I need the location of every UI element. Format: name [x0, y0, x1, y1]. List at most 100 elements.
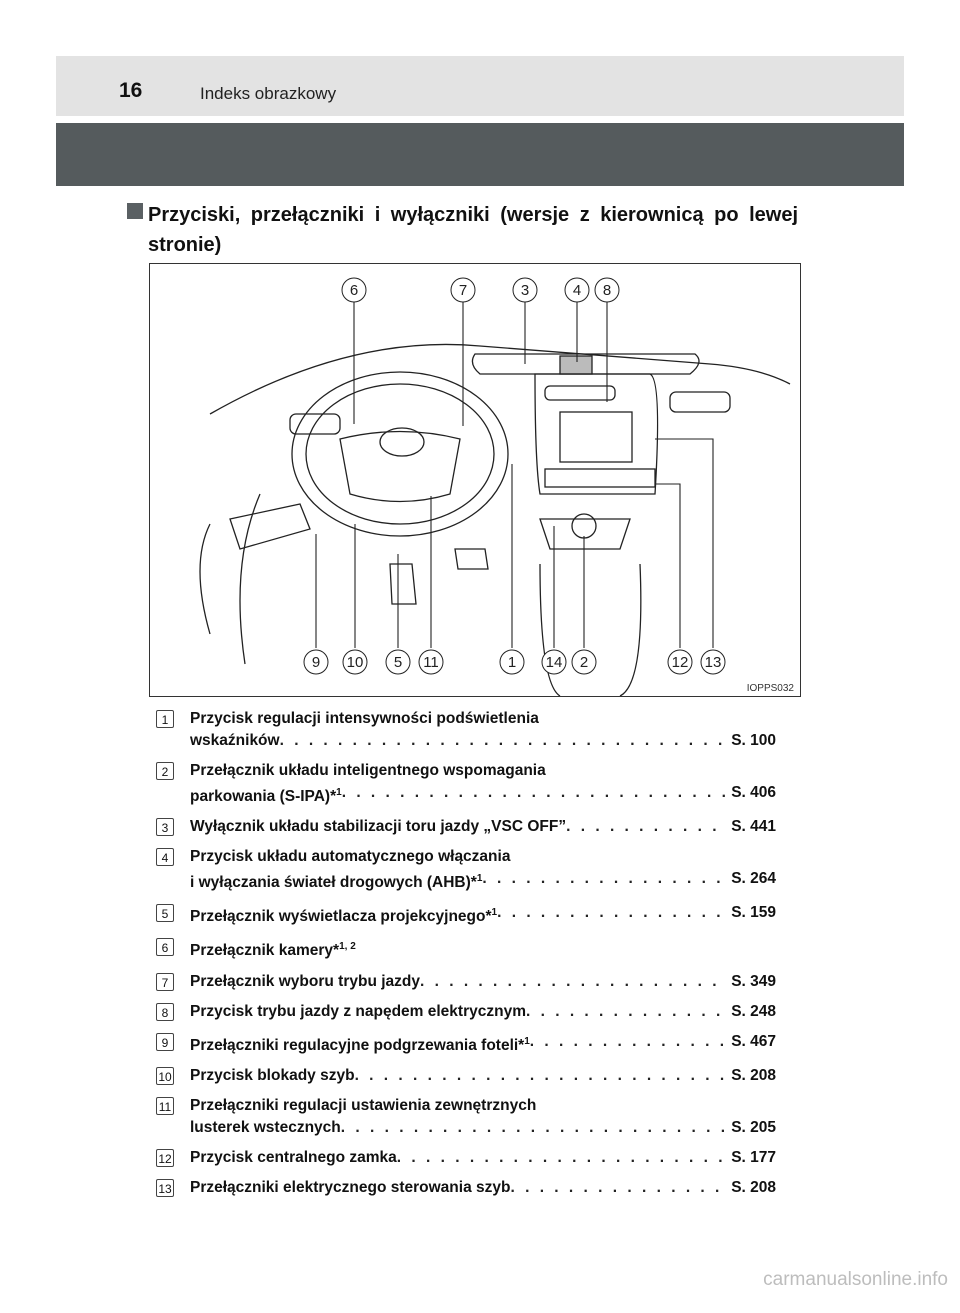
legend-item: 2 Przełącznik układu inteligentnego wspom… [156, 760, 776, 808]
callout-label: 6 [350, 282, 358, 299]
item-text-main: Przycisk centralnego zamka [190, 1149, 397, 1166]
callout-bottom-10: 10 [343, 650, 367, 674]
item-number: 6 [156, 938, 174, 956]
item-text: i wyłączania świateł drogowych (AHB)*1 [190, 868, 482, 894]
callout-top-3: 3 [513, 278, 537, 302]
item-text: Przełączniki regulacyjne podgrzewania fo… [190, 1031, 530, 1057]
page-reference[interactable]: S. 264 [727, 868, 776, 894]
figure-code: IOPPS032 [747, 683, 794, 694]
item-number: 1 [156, 710, 174, 728]
callout-bottom-1: 1 [500, 650, 524, 674]
callout-bottom-13: 13 [701, 650, 725, 674]
callout-bottom-2: 2 [572, 650, 596, 674]
callout-label: 12 [672, 654, 689, 671]
item-number: 9 [156, 1033, 174, 1051]
item-text-main: i wyłączania świateł drogowych (AHB)* [190, 874, 477, 891]
dot-leader [420, 971, 727, 993]
callout-label: 14 [546, 654, 563, 671]
legend-item: 7 Przełącznik wyboru trybu jazdy S. 349 [156, 971, 776, 993]
callout-bottom-12: 12 [668, 650, 692, 674]
page-reference[interactable]: S. 467 [727, 1031, 776, 1057]
item-text: Przełącznik wyświetlacza projekcyjnego*1 [190, 902, 497, 928]
page-reference[interactable]: S. 406 [727, 782, 776, 808]
item-text: Przełącznik wyboru trybu jazdy [190, 971, 420, 993]
item-text-main: Przycisk trybu jazdy z napędem elektrycz… [190, 1003, 526, 1020]
dot-leader [280, 730, 728, 752]
item-text-main: Wyłącznik układu stabilizacji toru jazdy… [190, 818, 566, 835]
dot-leader [497, 902, 727, 928]
section-heading: Przyciski, przełączniki i wyłączniki (we… [148, 200, 798, 260]
callout-top-6: 6 [342, 278, 366, 302]
page-reference[interactable]: S. 208 [727, 1177, 776, 1199]
dot-leader [530, 1031, 727, 1057]
dashboard-drawing: 6 7 3 4 8 9 10 5 11 1 14 2 12 13 [150, 264, 800, 696]
page-reference[interactable]: S. 248 [727, 1001, 776, 1023]
item-number: 8 [156, 1003, 174, 1021]
callout-bottom-11: 11 [419, 650, 443, 674]
item-text: Przycisk trybu jazdy z napędem elektrycz… [190, 1001, 526, 1023]
item-text: Przycisk blokady szyb [190, 1065, 355, 1087]
item-text-main: Przełącznik kamery* [190, 943, 339, 960]
page-reference[interactable]: S. 208 [727, 1065, 776, 1087]
dot-leader [341, 1117, 727, 1139]
item-text: lusterek wstecznych [190, 1117, 341, 1139]
callout-label: 9 [312, 654, 320, 671]
page-reference[interactable]: S. 159 [727, 902, 776, 928]
item-text-main: lusterek wstecznych [190, 1119, 341, 1136]
callout-label: 10 [347, 654, 364, 671]
item-number: 7 [156, 973, 174, 991]
dot-leader [355, 1065, 728, 1087]
callout-label: 2 [580, 654, 588, 671]
item-text-main: Przełączniki elektrycznego sterowania sz… [190, 1179, 510, 1196]
callout-top-4: 4 [565, 278, 589, 302]
item-text: wskaźników [190, 730, 280, 752]
legend-item: 3 Wyłącznik układu stabilizacji toru jazd… [156, 816, 776, 838]
callout-bottom-14: 14 [542, 650, 566, 674]
page-reference[interactable]: S. 177 [727, 1147, 776, 1169]
page-reference[interactable]: S. 441 [727, 816, 776, 838]
callout-label: 5 [394, 654, 402, 671]
dot-leader [510, 1177, 727, 1199]
item-number: 4 [156, 848, 174, 866]
item-number: 11 [156, 1097, 174, 1115]
item-text: Przełącznik kamery*1, 2 [190, 936, 356, 962]
dot-leader [482, 868, 727, 894]
item-text: parkowania (S-IPA)*1 [190, 782, 342, 808]
item-text: Przełączniki elektrycznego sterowania sz… [190, 1177, 510, 1199]
dot-leader [342, 782, 727, 808]
dashboard-illustration: 6 7 3 4 8 9 10 5 11 1 14 2 12 13 IOPPS03… [149, 263, 801, 697]
dot-leader [566, 816, 727, 838]
legend-item: 10 Przycisk blokady szyb S. 208 [156, 1065, 776, 1087]
item-text-main: parkowania (S-IPA)* [190, 788, 336, 805]
callout-label: 3 [521, 282, 529, 299]
header-bar [56, 56, 904, 116]
item-number: 10 [156, 1067, 174, 1085]
page-title: Indeks obrazkowy [200, 84, 336, 104]
section-marker-icon [127, 203, 143, 219]
item-footnote-ref: 1, 2 [339, 941, 356, 952]
page-reference[interactable]: S. 205 [727, 1117, 776, 1139]
item-number: 2 [156, 762, 174, 780]
callout-top-7: 7 [451, 278, 475, 302]
dot-leader [526, 1001, 727, 1023]
callout-bottom-9: 9 [304, 650, 328, 674]
item-text-main: Przełączniki regulacyjne podgrzewania fo… [190, 1037, 524, 1054]
item-number: 13 [156, 1179, 174, 1197]
callout-top-8: 8 [595, 278, 619, 302]
page-number: 16 [119, 80, 142, 102]
page-reference[interactable]: S. 349 [727, 971, 776, 993]
item-text: Przycisk centralnego zamka [190, 1147, 397, 1169]
page-reference[interactable]: S. 100 [727, 730, 776, 752]
callout-label: 1 [508, 654, 516, 671]
dot-leader [397, 1147, 727, 1169]
item-number: 3 [156, 818, 174, 836]
item-text-main: wskaźników [190, 732, 280, 749]
callout-label: 7 [459, 282, 467, 299]
legend-item: 13 Przełączniki elektrycznego sterowania … [156, 1177, 776, 1199]
item-text: Wyłącznik układu stabilizacji toru jazdy… [190, 816, 566, 838]
item-text-line: Przełącznik układu inteligentnego wspoma… [190, 760, 776, 782]
